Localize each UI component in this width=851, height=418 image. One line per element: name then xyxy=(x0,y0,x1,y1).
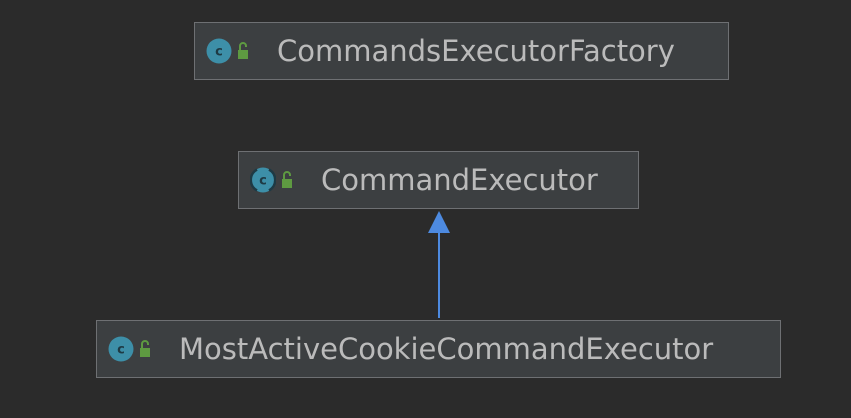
public-unlock-icon xyxy=(238,42,248,59)
svg-text:c: c xyxy=(215,45,223,60)
class-c-icon: c xyxy=(206,38,232,64)
inheritance-arrowhead xyxy=(428,211,450,233)
abstract-class-c-icon: c xyxy=(250,167,276,193)
svg-text:c: c xyxy=(259,174,267,189)
class-c-icon: c xyxy=(108,336,134,362)
class-name-label: MostActiveCookieCommandExecutor xyxy=(179,331,714,366)
public-unlock-icon xyxy=(140,340,150,357)
svg-text:c: c xyxy=(117,343,125,358)
public-unlock-icon xyxy=(282,171,292,188)
class-node-commands-executor-factory[interactable]: c CommandsExecutorFactory xyxy=(194,22,729,80)
class-name-label: CommandsExecutorFactory xyxy=(277,33,675,68)
class-node-command-executor[interactable]: c CommandExecutor xyxy=(238,151,639,209)
class-node-most-active-cookie-command-executor[interactable]: c MostActiveCookieCommandExecutor xyxy=(96,320,781,378)
class-name-label: CommandExecutor xyxy=(321,162,598,197)
